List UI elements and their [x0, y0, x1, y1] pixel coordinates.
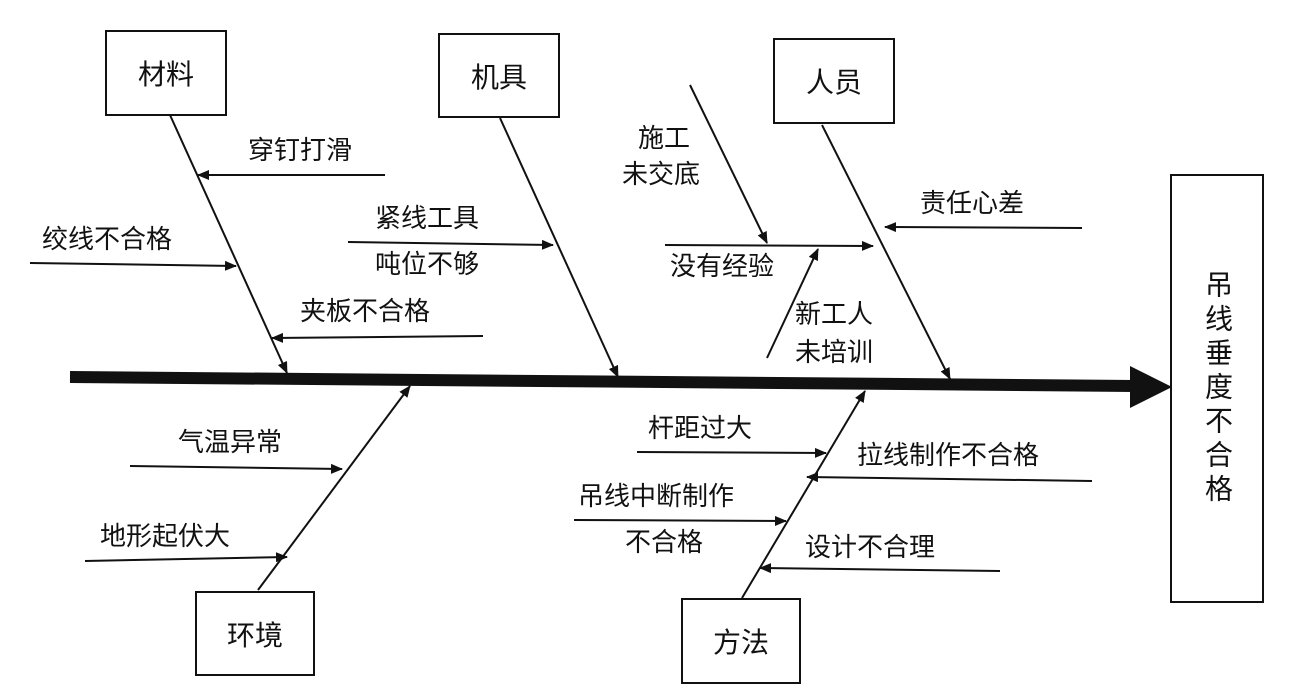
cause-personnel-5: 未培训 — [795, 338, 874, 368]
category-box-tools: 机具 — [438, 33, 560, 118]
category-box-personnel: 人员 — [773, 38, 895, 124]
arrow-cause-method-4 — [759, 563, 1001, 574]
arrow-cause-method-3 — [573, 515, 787, 526]
bone-method — [741, 390, 866, 599]
category-label-tools: 机具 — [470, 60, 527, 94]
bone-materials — [169, 114, 288, 374]
effect-box: 吊线垂度不合格 — [1170, 174, 1264, 603]
arrow-cause-personnel-3 — [689, 84, 768, 244]
cause-environment-1: 气温异常 — [178, 428, 283, 458]
arrow-cause-tools — [347, 239, 554, 250]
bone-personnel — [821, 124, 951, 380]
cause-materials-2: 绞线不合格 — [42, 225, 173, 255]
cause-personnel-1: 施工 — [638, 124, 691, 154]
arrow-cause-materials-3 — [271, 332, 484, 343]
cause-tools-2: 吨位不够 — [375, 250, 480, 280]
category-box-environment: 环境 — [195, 591, 315, 676]
arrow-cause-environment-1 — [129, 463, 343, 474]
cause-method-4: 不合格 — [625, 528, 704, 558]
category-box-method: 方法 — [681, 598, 801, 684]
bone-tools — [499, 117, 619, 378]
arrow-cause-personnel-1 — [884, 222, 1083, 233]
arrow-cause-personnel-2 — [664, 240, 874, 251]
spine — [69, 371, 1136, 392]
arrow-cause-method-2 — [806, 472, 1093, 483]
cause-method-1: 杆距过大 — [648, 414, 753, 444]
cause-method-5: 设计不合理 — [805, 533, 936, 563]
arrow-cause-method-1 — [636, 447, 827, 458]
cause-personnel-2: 未交底 — [622, 160, 701, 190]
cause-environment-2: 地形起伏大 — [100, 522, 231, 552]
category-label-materials: 材料 — [137, 58, 194, 91]
cause-tools-1: 紧线工具 — [375, 204, 480, 234]
cause-materials-1: 穿钉打滑 — [248, 136, 353, 166]
cause-personnel-6: 责任心差 — [920, 189, 1025, 219]
category-label-personnel: 人员 — [805, 66, 862, 99]
arrow-cause-personnel-4 — [766, 248, 819, 359]
cause-materials-3: 夹板不合格 — [300, 297, 431, 327]
arrow-cause-environment-2 — [84, 552, 288, 563]
cause-method-3: 吊线中断制作 — [578, 482, 735, 512]
effect-label: 吊线垂度不合格 — [1201, 269, 1234, 508]
category-box-materials: 材料 — [105, 30, 227, 116]
arrow-cause-materials-2 — [29, 260, 237, 271]
category-label-method: 方法 — [712, 626, 769, 659]
cause-personnel-4: 新工人 — [795, 300, 874, 330]
cause-personnel-3: 没有经验 — [670, 252, 775, 282]
bone-environment — [257, 385, 411, 591]
cause-method-2: 拉线制作不合格 — [857, 441, 1040, 471]
spine-arrowhead — [1130, 366, 1172, 408]
category-label-environment: 环境 — [226, 618, 283, 652]
